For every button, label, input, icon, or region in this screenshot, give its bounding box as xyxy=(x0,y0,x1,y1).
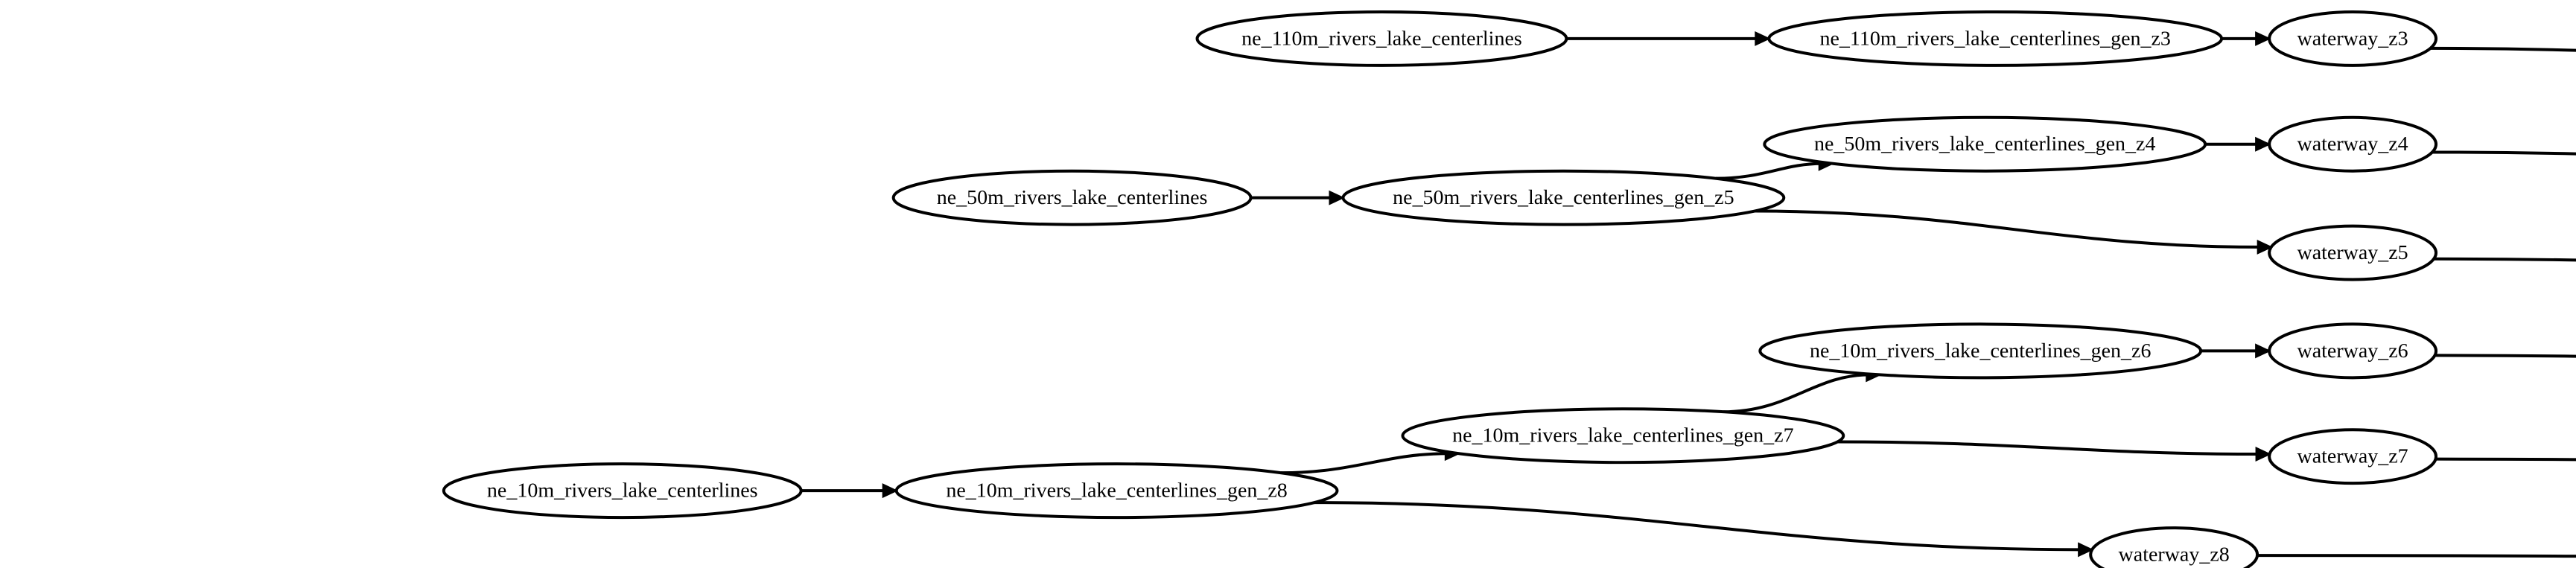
edge-ne_10m_rivers_lake_centerlines_gen_z7-to-ne_10m_rivers_lake_centerlines_gen_z6 xyxy=(1723,373,1870,414)
node-label: ne_10m_rivers_lake_centerlines_gen_z6 xyxy=(1810,339,2151,363)
edge-waterway_z6-to-layer_waterway-z6 xyxy=(2435,354,2576,358)
edge-waterway_z5-to-layer_waterway-z5 xyxy=(2434,257,2576,262)
node-label: waterway_z8 xyxy=(2119,543,2230,566)
node-ne_110m_rivers_lake_centerlines_gen_z3[interactable]: ne_110m_rivers_lake_centerlines_gen_z3 xyxy=(1767,10,2224,67)
node-ellipse xyxy=(891,169,1253,226)
node-waterway_z7[interactable]: waterway_z7 xyxy=(2268,428,2438,485)
node-ne_50m_rivers_lake_centerlines_gen_z4[interactable]: ne_50m_rivers_lake_centerlines_gen_z4 xyxy=(1763,115,2207,173)
node-label: ne_50m_rivers_lake_centerlines xyxy=(937,186,1208,209)
node-label: ne_50m_rivers_lake_centerlines_gen_z5 xyxy=(1393,186,1734,209)
node-label: ne_50m_rivers_lake_centerlines_gen_z4 xyxy=(1814,133,2155,156)
edges-layer xyxy=(801,31,2576,558)
edge-ne_10m_rivers_lake_centerlines_gen_z8-to-waterway_z8 xyxy=(1314,501,2082,552)
edge-arrowhead xyxy=(2255,136,2271,152)
node-ne_10m_rivers_lake_centerlines[interactable]: ne_10m_rivers_lake_centerlines xyxy=(442,462,803,520)
node-ellipse xyxy=(1341,169,1786,226)
nodes-layer: imposm3osm_waterway_linestringne_110m_ri… xyxy=(442,10,2438,568)
edge-ne_50m_rivers_lake_centerlines_gen_z5-to-waterway_z5 xyxy=(1755,209,2261,249)
node-ellipse xyxy=(894,462,1339,520)
node-ellipse xyxy=(1767,10,2224,67)
edge-ne_10m_rivers_lake_centerlines_gen_z8-to-ne_10m_rivers_lake_centerlines_gen_z7 xyxy=(1281,452,1448,475)
edge-waterway_z3-to-layer_waterway-z3 xyxy=(2430,46,2576,52)
node-ellipse xyxy=(442,462,803,520)
node-ne_50m_rivers_lake_centerlines[interactable]: ne_50m_rivers_lake_centerlines xyxy=(891,169,1253,226)
node-ellipse xyxy=(1758,322,2203,380)
node-ne_50m_rivers_lake_centerlines_gen_z5[interactable]: ne_50m_rivers_lake_centerlines_gen_z5 xyxy=(1341,169,1786,226)
node-waterway_z3[interactable]: waterway_z3 xyxy=(2268,10,2438,67)
edge-arrowhead xyxy=(2255,31,2271,46)
edge-arrowhead xyxy=(2255,447,2271,462)
node-ne_10m_rivers_lake_centerlines_gen_z7[interactable]: ne_10m_rivers_lake_centerlines_gen_z7 xyxy=(1401,407,1845,465)
node-ellipse xyxy=(2089,526,2259,568)
edge-ne_50m_rivers_lake_centerlines_gen_z5-to-ne_50m_rivers_lake_centerlines_gen_z4 xyxy=(1715,162,1822,180)
node-label: ne_10m_rivers_lake_centerlines_gen_z8 xyxy=(946,479,1287,502)
node-waterway_z6[interactable]: waterway_z6 xyxy=(2268,322,2438,380)
node-label: waterway_z7 xyxy=(2297,445,2408,468)
node-ellipse xyxy=(1401,407,1845,465)
node-ne_10m_rivers_lake_centerlines_gen_z8[interactable]: ne_10m_rivers_lake_centerlines_gen_z8 xyxy=(894,462,1339,520)
edge-arrowhead xyxy=(1755,31,1771,46)
edge-waterway_z7-to-layer_waterway-z7 xyxy=(2435,457,2576,462)
edge-arrowhead xyxy=(882,483,899,499)
edge-waterway_z4-to-layer_waterway-z4 xyxy=(2432,150,2576,156)
node-label: ne_110m_rivers_lake_centerlines_gen_z3 xyxy=(1820,27,2171,50)
node-label: ne_110m_rivers_lake_centerlines xyxy=(1241,27,1522,50)
node-waterway_z5[interactable]: waterway_z5 xyxy=(2268,224,2438,281)
node-label: waterway_z4 xyxy=(2297,133,2408,156)
node-ne_110m_rivers_lake_centerlines[interactable]: ne_110m_rivers_lake_centerlines xyxy=(1195,10,1568,67)
node-label: waterway_z5 xyxy=(2297,241,2408,264)
node-ellipse xyxy=(2268,224,2438,281)
node-ellipse xyxy=(2268,115,2438,173)
node-ellipse xyxy=(1195,10,1568,67)
node-ellipse xyxy=(1763,115,2207,173)
node-waterway_z8[interactable]: waterway_z8 xyxy=(2089,526,2259,568)
node-label: waterway_z6 xyxy=(2297,339,2408,363)
node-label: waterway_z3 xyxy=(2297,27,2408,50)
node-label: ne_10m_rivers_lake_centerlines xyxy=(487,479,758,502)
edge-waterway_z8-to-layer_waterway-z8 xyxy=(2257,554,2576,558)
node-ellipse xyxy=(2268,322,2438,380)
node-ellipse xyxy=(2268,428,2438,485)
edge-arrowhead xyxy=(2255,343,2271,359)
edge-arrowhead xyxy=(1329,190,1345,205)
node-ellipse xyxy=(2268,10,2438,67)
node-ne_10m_rivers_lake_centerlines_gen_z6[interactable]: ne_10m_rivers_lake_centerlines_gen_z6 xyxy=(1758,322,2203,380)
edge-arrowhead xyxy=(2257,239,2274,255)
edge-arrowhead xyxy=(2078,542,2094,558)
node-waterway_z4[interactable]: waterway_z4 xyxy=(2268,115,2438,173)
node-label: ne_10m_rivers_lake_centerlines_gen_z7 xyxy=(1452,424,1793,447)
edge-ne_10m_rivers_lake_centerlines_gen_z7-to-waterway_z7 xyxy=(1837,440,2259,456)
